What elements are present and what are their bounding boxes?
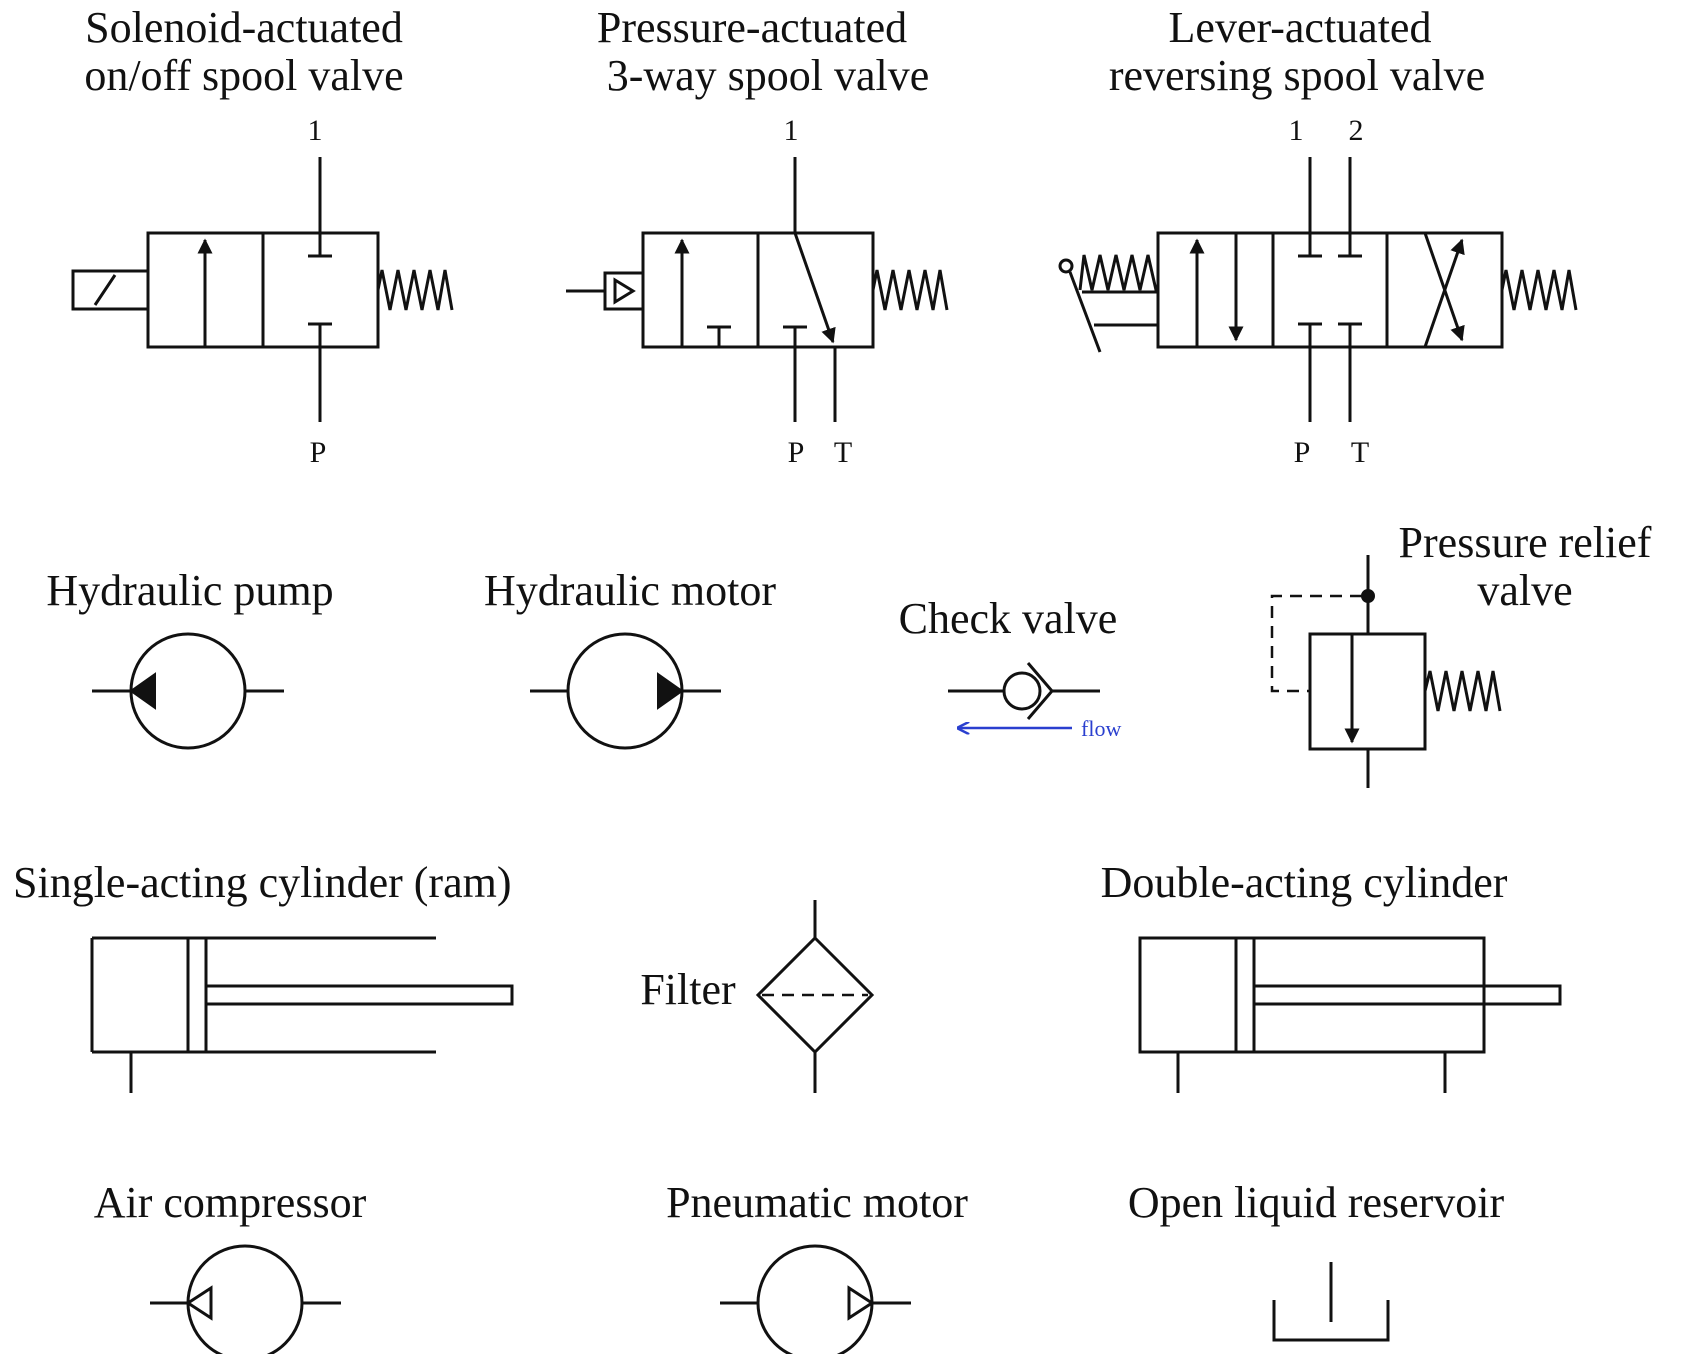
relief-valve-symbol: Pressure relief valve <box>1270 518 1652 788</box>
single-cylinder-piston <box>186 936 208 1054</box>
single-cylinder-title: Single-acting cylinder (ram) <box>13 858 511 907</box>
solenoid-valve-symbol: Solenoid-actuated on/off spool valve 1 P <box>71 3 454 469</box>
single-acting-cylinder-symbol: Single-acting cylinder (ram) <box>13 858 514 1093</box>
lever-valve-port-1: 1 <box>1289 114 1304 147</box>
reservoir-tank <box>1272 1300 1390 1342</box>
lever-valve-title-line2: reversing spool valve <box>1109 51 1485 100</box>
pressure-valve-port-1: 1 <box>784 114 799 147</box>
relief-valve-title-line2: valve <box>1477 566 1572 615</box>
lever-valve-spring-right <box>1500 269 1578 311</box>
check-valve-symbol: Check valve flow <box>899 594 1122 741</box>
pneumatic-motor-symbol: Pneumatic motor <box>666 1178 968 1354</box>
open-reservoir-symbol: Open liquid reservoir <box>1128 1178 1505 1342</box>
pressure-valve-title-line1: Pressure-actuated <box>597 3 907 52</box>
air-compressor-circle <box>186 1244 304 1354</box>
filter-diamond <box>755 935 875 1055</box>
lever-valve-symbol: Lever-actuated reversing spool valve 1 2… <box>1058 3 1578 469</box>
pneumatic-motor-circle <box>756 1244 874 1354</box>
relief-valve-pilot-line <box>1270 594 1362 693</box>
lever-valve-cross-arrow-down <box>1423 232 1465 342</box>
lever-valve-cross-arrow-up <box>1423 238 1465 348</box>
solenoid-valve-spring <box>376 269 454 311</box>
hydraulic-pump-title: Hydraulic pump <box>46 566 333 615</box>
double-cylinder-barrel <box>1138 936 1486 1054</box>
solenoid-valve-title-line1: Solenoid-actuated <box>85 3 403 52</box>
pneumatic-motor-title: Pneumatic motor <box>666 1178 968 1227</box>
solenoid-coil-slash <box>93 274 117 306</box>
check-valve-ball <box>1002 671 1042 711</box>
lever-valve-port-p: P <box>1294 436 1311 469</box>
lever-valve-body <box>1156 231 1504 349</box>
double-cylinder-title: Double-acting cylinder <box>1101 858 1508 907</box>
air-compressor-triangle <box>185 1285 213 1321</box>
lever-handle <box>1068 271 1102 353</box>
relief-valve-spring <box>1423 670 1502 712</box>
hydraulic-pump-symbol: Hydraulic pump <box>46 566 334 750</box>
air-compressor-title: Air compressor <box>94 1178 367 1227</box>
relief-valve-body <box>1308 632 1427 751</box>
lever-valve-port-t: T <box>1351 436 1369 469</box>
solenoid-valve-port-1: 1 <box>308 114 323 147</box>
hydraulic-pump-triangle <box>129 672 156 710</box>
check-valve-flow-label: flow <box>1081 716 1121 741</box>
relief-valve-junction <box>1361 589 1375 603</box>
lever-valve-title-line1: Lever-actuated <box>1169 3 1432 52</box>
pressure-valve-symbol: Pressure-actuated 3-way spool valve 1 P … <box>566 3 949 469</box>
pressure-pilot-triangle <box>613 277 636 305</box>
pressure-valve-port-p: P <box>788 436 805 469</box>
double-acting-cylinder-symbol: Double-acting cylinder <box>1101 858 1562 1093</box>
solenoid-valve-port-p: P <box>310 436 327 469</box>
relief-valve-title-line1: Pressure relief <box>1399 518 1652 567</box>
solenoid-valve-title-line2: on/off spool valve <box>84 51 403 100</box>
pressure-pilot-box <box>603 271 645 311</box>
filter-title: Filter <box>640 965 736 1014</box>
pressure-valve-spring <box>871 269 949 311</box>
filter-symbol: Filter <box>640 900 875 1093</box>
lever-valve-port-2: 2 <box>1349 114 1364 147</box>
hydraulic-motor-triangle <box>657 672 684 710</box>
hydraulic-motor-title: Hydraulic motor <box>484 566 776 615</box>
pressure-valve-flow-arrow-right <box>793 232 836 344</box>
pressure-valve-port-t: T <box>834 436 852 469</box>
single-cylinder-rod <box>204 984 514 1006</box>
reservoir-title: Open liquid reservoir <box>1128 1178 1505 1227</box>
lever-valve-spring-left <box>1078 254 1158 292</box>
check-valve-title: Check valve <box>899 594 1118 643</box>
double-cylinder-piston <box>1234 936 1256 1054</box>
pneumatic-motor-triangle <box>847 1285 875 1321</box>
solenoid-coil <box>71 269 150 311</box>
pressure-valve-title-line2: 3-way spool valve <box>607 51 930 100</box>
double-cylinder-rod <box>1252 984 1562 1006</box>
air-compressor-symbol: Air compressor <box>94 1178 367 1354</box>
hydraulic-motor-symbol: Hydraulic motor <box>484 566 776 750</box>
lever-knob <box>1058 258 1074 274</box>
